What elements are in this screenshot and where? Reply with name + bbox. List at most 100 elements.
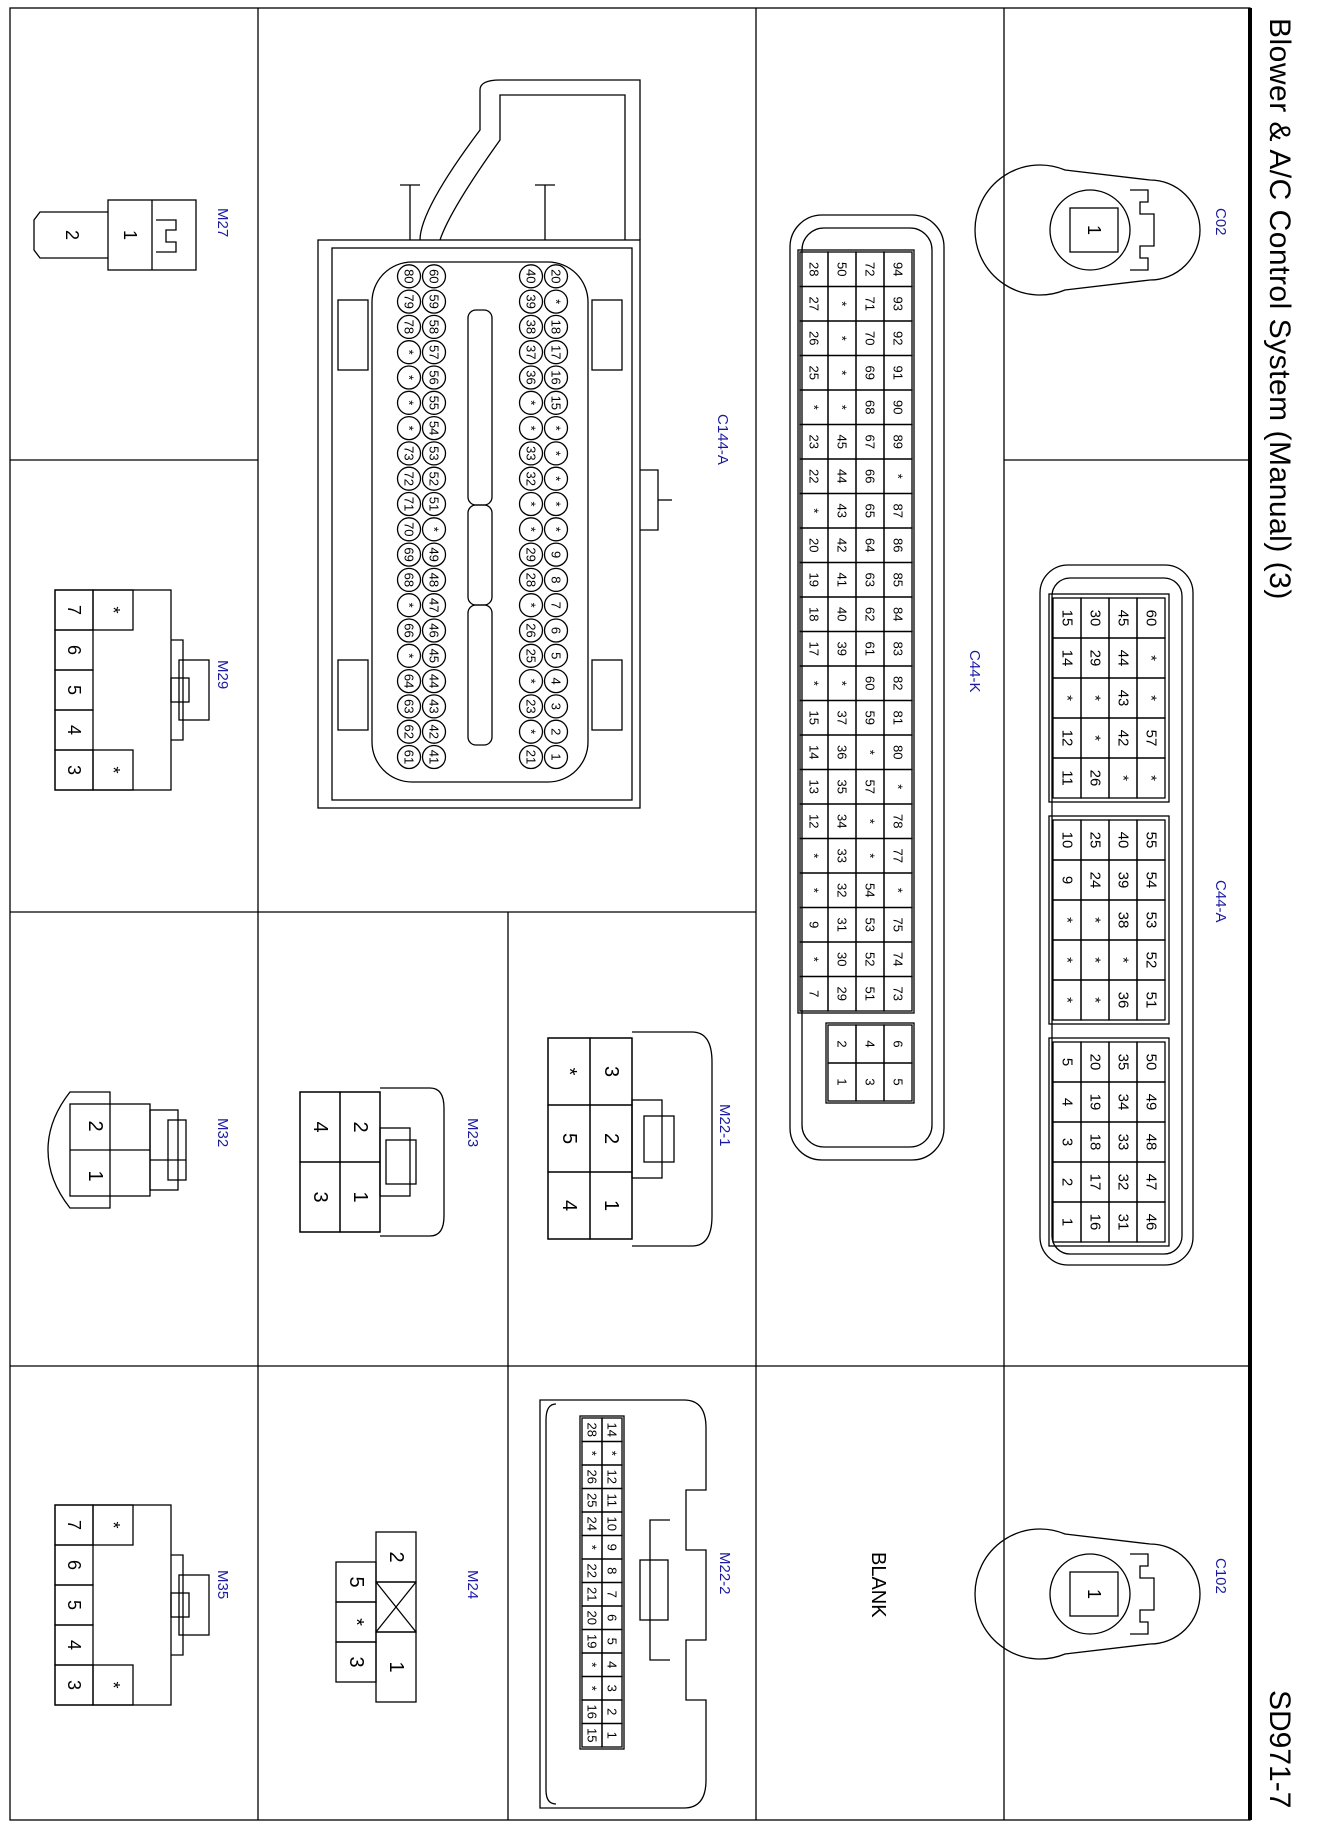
- c44a-pin-blank: *: [1087, 957, 1104, 963]
- c44k-pin-blank: *: [807, 405, 822, 410]
- c44k-pin-blank: *: [807, 888, 822, 893]
- m22-2-group-frame: [579, 1415, 625, 1750]
- c144a-pin-28: 28: [524, 573, 539, 587]
- c44a-pin-42: 42: [1115, 730, 1132, 747]
- c144a-pin-62: 62: [402, 724, 417, 738]
- c144a-pin-61: 61: [402, 750, 417, 764]
- c44k-pin-45: 45: [835, 435, 850, 449]
- c44k-pin-blank: *: [835, 681, 850, 686]
- m29-pin-5: 5: [64, 685, 84, 695]
- c44k-pin-blank: *: [807, 508, 822, 513]
- c144a-pin-79: 79: [402, 294, 417, 308]
- c02-housing: [974, 164, 1201, 296]
- m22-2-pin-blank: *: [585, 1545, 600, 1550]
- c144a-pin-blank: *: [549, 476, 564, 481]
- c144a-pin-5: 5: [549, 652, 564, 659]
- c144a-pin-45: 45: [427, 649, 442, 663]
- connector-label-m22-2: M22-2: [716, 1552, 733, 1595]
- c144a-pin-blank: *: [524, 400, 539, 405]
- c144a-pin-circle: [396, 441, 422, 466]
- c44k-pin-19: 19: [807, 573, 822, 587]
- c44k-pin-17: 17: [807, 642, 822, 656]
- m35-pin-6: 6: [64, 1560, 84, 1570]
- c44k-pin-12: 12: [807, 814, 822, 828]
- m22-2-rib: [545, 1403, 557, 1805]
- c44k-pin-81: 81: [891, 711, 906, 725]
- c44k-extra-pin-3: 3: [863, 1078, 878, 1085]
- m29-pin-6: 6: [64, 645, 84, 655]
- m32-pin-1: 1: [84, 1170, 106, 1181]
- m29-latch-slot: [170, 677, 190, 703]
- c44a-pin-18: 18: [1087, 1134, 1104, 1151]
- c44k-pin-30: 30: [835, 952, 850, 966]
- c144a-lever: [535, 184, 555, 240]
- c44k-pin-62: 62: [863, 607, 878, 621]
- m22-2-pin-blank: *: [605, 1451, 620, 1456]
- c144a-pin-circle: [421, 542, 447, 567]
- c144a-pin-48: 48: [427, 573, 442, 587]
- c144a-pin-53: 53: [427, 446, 442, 460]
- c144a-pin-circle: [396, 314, 422, 340]
- c144a-pin-1: 1: [549, 753, 564, 760]
- c144a-pin-circle: [518, 314, 544, 340]
- m22-2-pin-22: 22: [585, 1564, 600, 1578]
- c44a-pin-4: 4: [1059, 1098, 1076, 1106]
- c144a-pin-2: 2: [549, 728, 564, 735]
- c44a-pin-31: 31: [1115, 1214, 1132, 1231]
- c44k-pin-23: 23: [807, 435, 822, 449]
- m29-pin-4: 4: [64, 725, 84, 735]
- c02-pin-ring: [1049, 189, 1131, 271]
- c144a-pin-circle: [543, 365, 569, 390]
- c144a-lever-arm: [419, 79, 641, 241]
- c44k-pin-18: 18: [807, 607, 822, 621]
- c144a-pin-circle: [543, 643, 569, 668]
- c44a-pin-blank: *: [1115, 775, 1132, 781]
- c144a-pin-3: 3: [549, 703, 564, 710]
- c144a-pin-blank: *: [402, 653, 417, 658]
- c144a-pin-69: 69: [402, 547, 417, 561]
- c144a-pin-8: 8: [549, 576, 564, 583]
- c144a-pin-44: 44: [427, 674, 442, 688]
- c44a-pin-blank: *: [1115, 957, 1132, 963]
- c144a-pin-circle: [396, 694, 422, 719]
- c44a-pin-55: 55: [1143, 832, 1160, 849]
- c144a-pin-blank: *: [402, 400, 417, 405]
- m32-body: [47, 1091, 111, 1209]
- c144a-pin-blank: *: [549, 527, 564, 532]
- m22-2-pin-cell: [581, 1722, 603, 1748]
- c144a-key: [337, 659, 369, 731]
- c144a-pin-circle: [543, 441, 569, 466]
- m22-1-pin-cell: [547, 1171, 591, 1240]
- c144a-pin-36: 36: [524, 370, 539, 384]
- c44k-pin-31: 31: [835, 918, 850, 932]
- c144a-pin-circle: [518, 668, 544, 694]
- c44k-pin-44: 44: [835, 469, 850, 483]
- c144a-pin-blank: *: [549, 426, 564, 431]
- m32-latch: [149, 1109, 179, 1191]
- c144a-pin-circle: [396, 744, 422, 770]
- c144a-pin-blank: *: [549, 501, 564, 506]
- c144a-pin-68: 68: [402, 573, 417, 587]
- c44k-pin-blank: *: [807, 681, 822, 686]
- c44k-pin-52: 52: [863, 952, 878, 966]
- c144a-pin-blank: *: [524, 426, 539, 431]
- c102-latch: [1130, 1553, 1155, 1635]
- c44a-pin-50: 50: [1143, 1054, 1160, 1071]
- m23-pin-1: 1: [349, 1191, 371, 1202]
- m22-1-pin-blank: *: [558, 1068, 580, 1076]
- m29-pin-blank: *: [103, 606, 123, 613]
- c144a-pin-circle: [421, 719, 447, 744]
- c144a-pin-circle: [396, 643, 422, 668]
- c44k-pin-39: 39: [835, 642, 850, 656]
- c144a-pin-circle: [421, 643, 447, 668]
- c144a-pin-circle: [543, 466, 569, 491]
- c144a-pin-circle: [421, 340, 447, 365]
- c144a-pin-4: 4: [549, 677, 564, 684]
- c44k-pin-59: 59: [863, 711, 878, 725]
- c44k-extra-pin-1: 1: [835, 1078, 850, 1085]
- c144a-pin-circle: [518, 567, 544, 593]
- c44a-pin-2: 2: [1059, 1178, 1076, 1186]
- c44a-pin-46: 46: [1143, 1214, 1160, 1231]
- m29-latch-tab: [178, 659, 210, 721]
- c144a-pin-circle: [518, 694, 544, 719]
